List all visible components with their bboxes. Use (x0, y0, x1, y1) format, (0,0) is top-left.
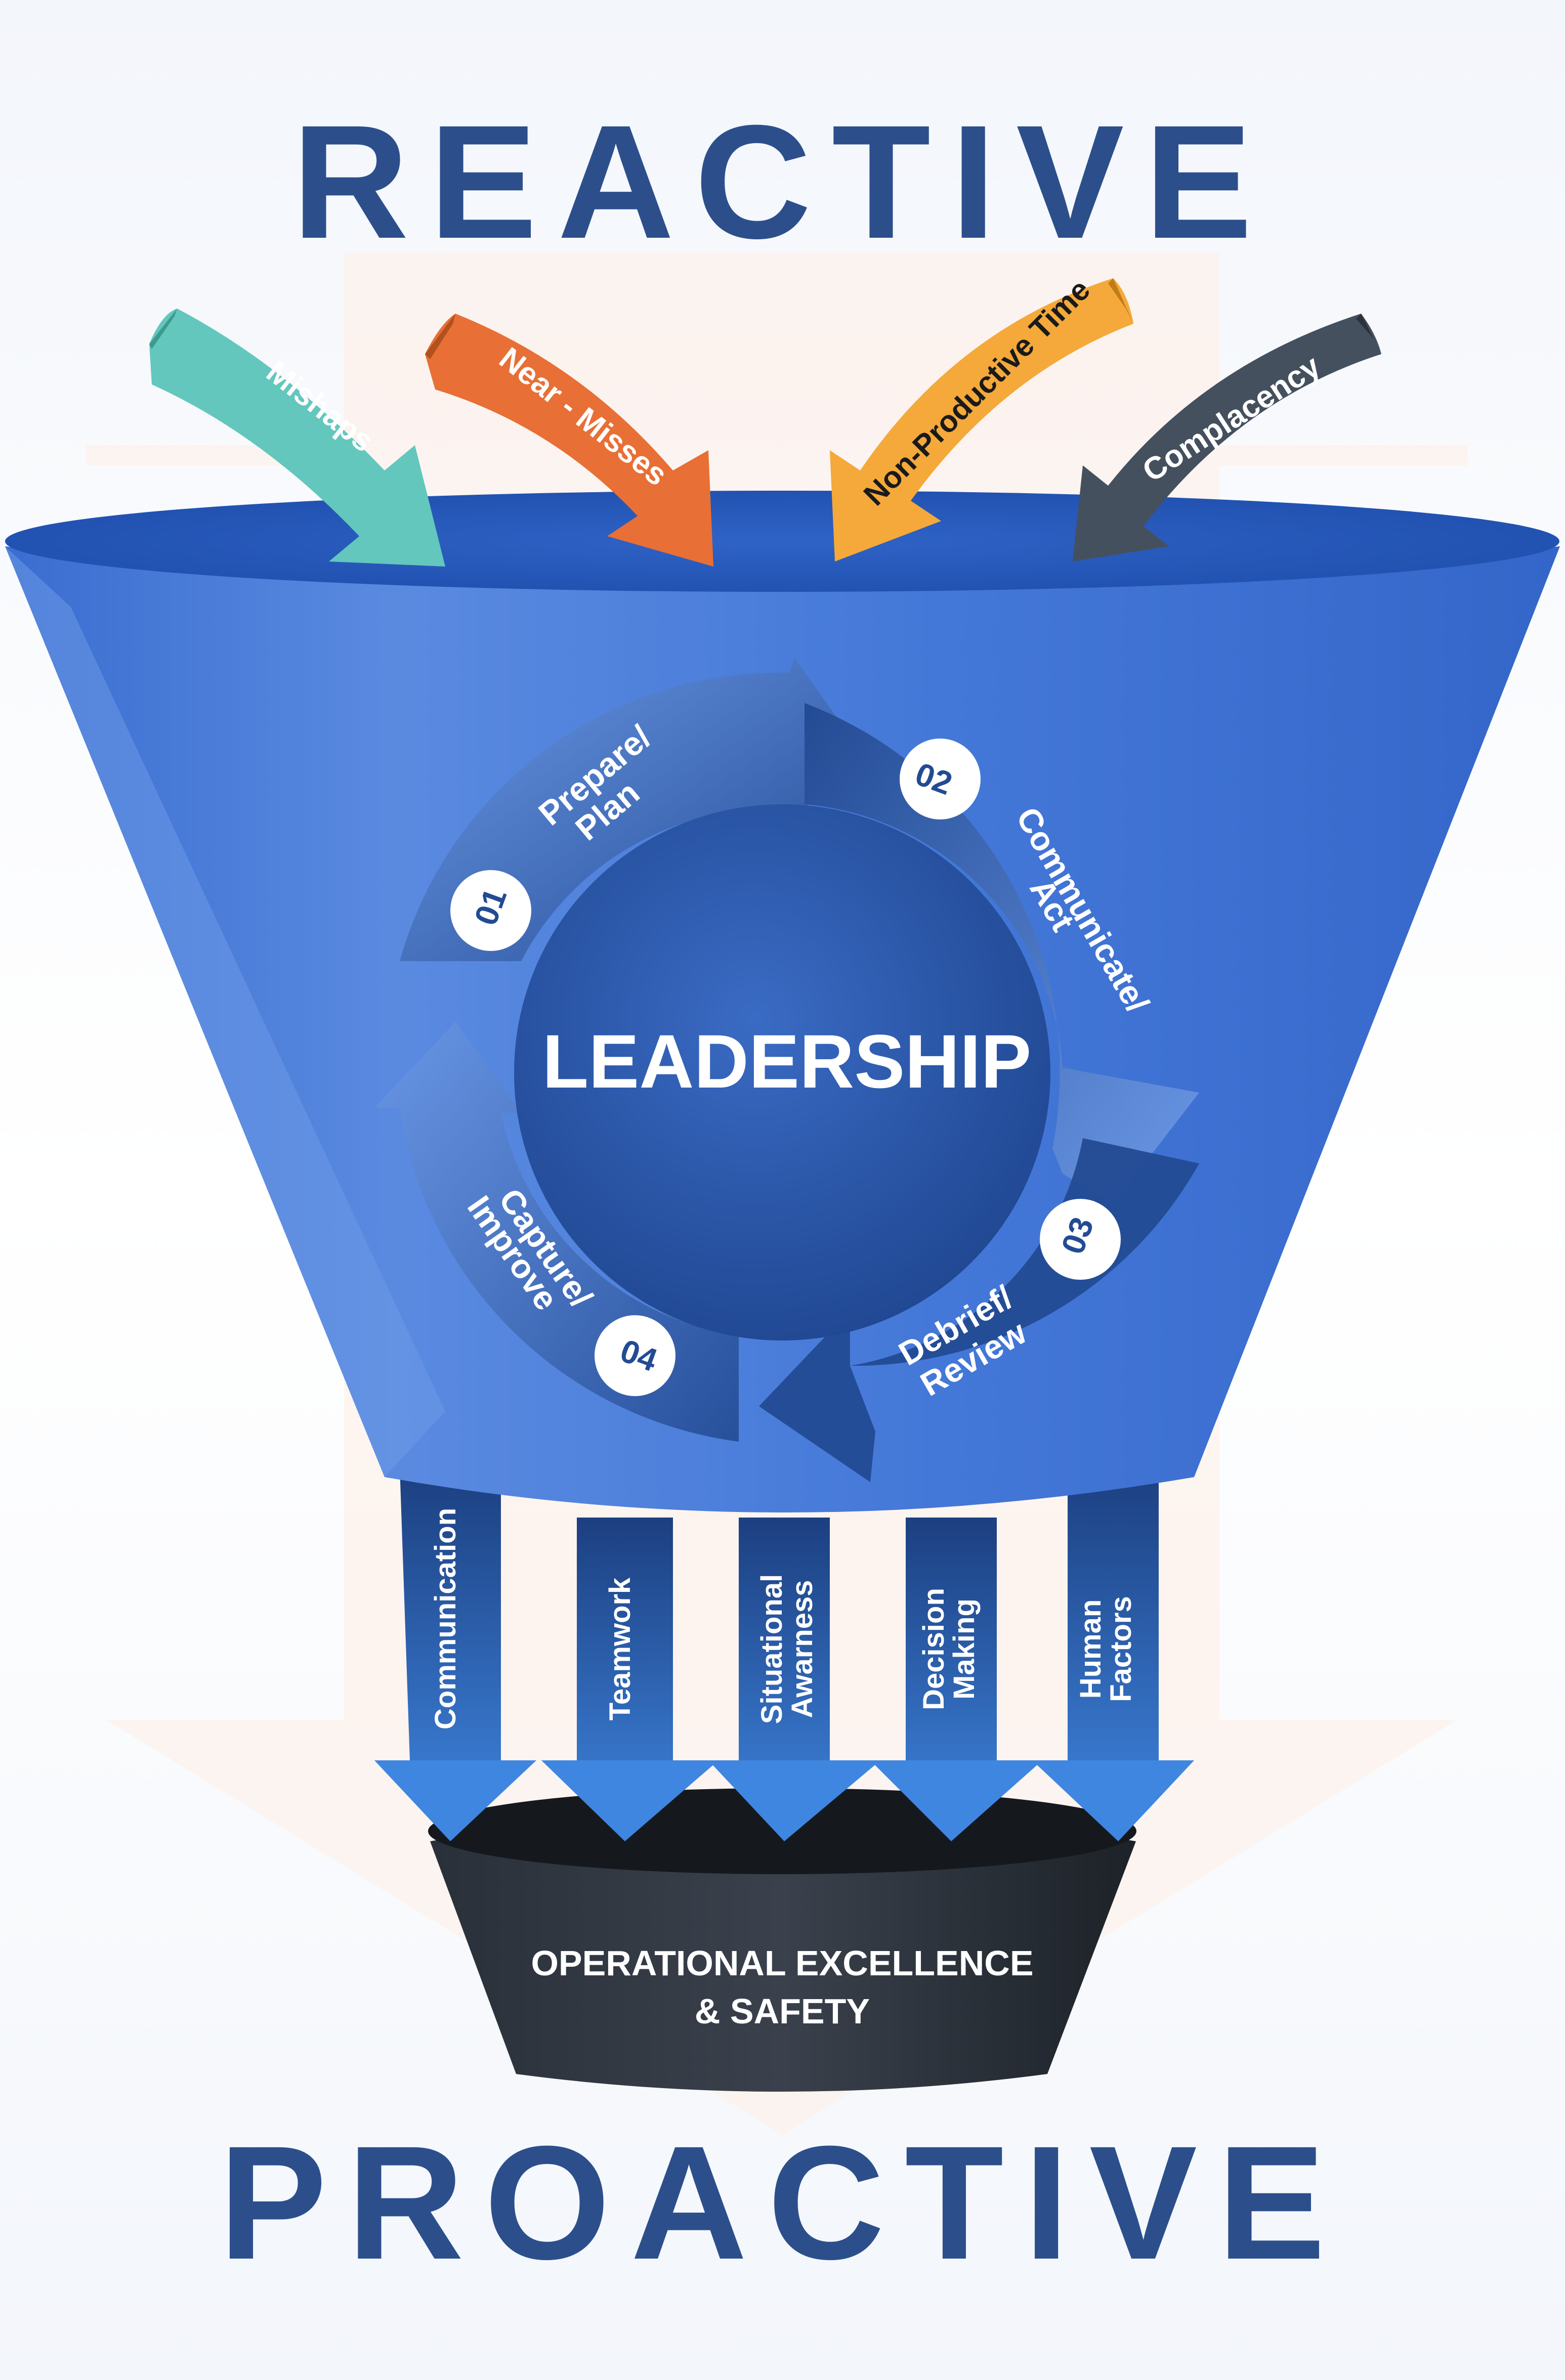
title-reactive: REACTIVE (292, 91, 1273, 272)
output-label-awarness: Awarness (786, 1580, 819, 1718)
output-label-communication: Communication (429, 1508, 462, 1729)
cycle-arrow-communicate-act (805, 703, 1199, 1204)
step-badge-04 (595, 1315, 675, 1396)
funnel-rim (5, 491, 1559, 592)
funnel-left-highlight (5, 546, 445, 1477)
output-label-making: Making (948, 1598, 981, 1700)
step-badge-03 (1040, 1199, 1121, 1280)
step-badge-01 (450, 870, 531, 951)
output-label-situational: Situational (755, 1574, 788, 1724)
output-label-decision: Decision (917, 1588, 950, 1710)
output-label-human: Human (1074, 1599, 1107, 1699)
output-bar-communication: Communication (374, 1467, 536, 1841)
step-badge-02 (900, 739, 981, 819)
result-bowl-body (430, 1811, 1136, 2092)
output-label-teamwork: Teamwork (604, 1577, 637, 1720)
title-proactive: PROACTIVE (219, 2112, 1346, 2293)
leadership-center-circle (514, 804, 1050, 1340)
result-bowl: OPERATIONAL EXCELLENCE & SAFETY (374, 1760, 1194, 2092)
output-bar-human-factors: Human Factors (1032, 1467, 1194, 1841)
result-label-line1: OPERATIONAL EXCELLENCE (531, 1943, 1033, 1983)
leadership-label: LEADERSHIP (542, 1019, 1032, 1104)
result-label-line2: & SAFETY (695, 1992, 870, 2031)
output-label-factors: Factors (1105, 1596, 1137, 1702)
